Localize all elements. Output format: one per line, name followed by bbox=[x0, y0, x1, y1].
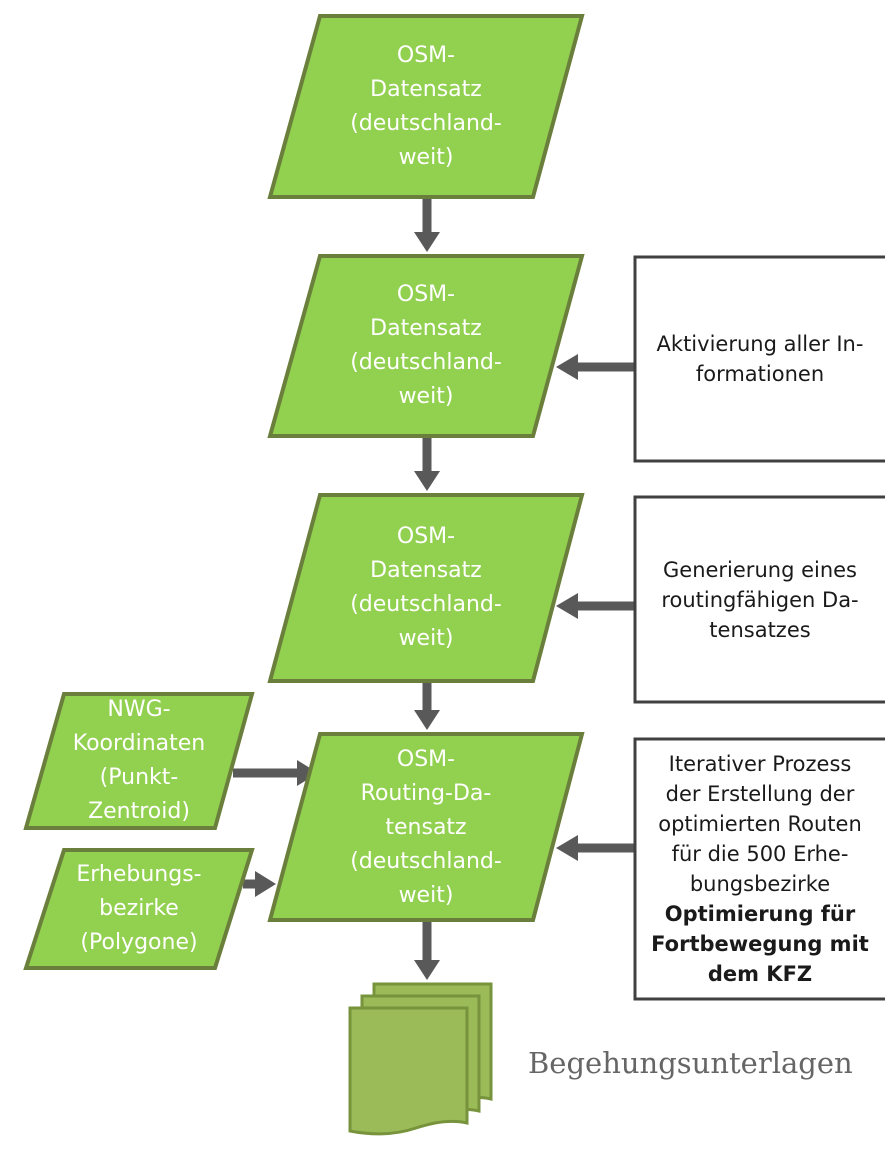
iterativ-line: der Erstellung der bbox=[665, 782, 855, 806]
osm3-line: weit) bbox=[398, 626, 454, 651]
osm1-line: OSM- bbox=[396, 42, 456, 68]
connector-erhebung-osm4 bbox=[243, 871, 276, 897]
osm1-label: OSM- Datensatz (deutschland- weit) bbox=[280, 16, 572, 197]
nwg-line: (Punkt- bbox=[99, 765, 179, 790]
osm1-line: weit) bbox=[398, 144, 454, 170]
osm1-parallelogram[interactable] bbox=[267, 14, 585, 199]
generierung-line: tensatzes bbox=[709, 617, 811, 642]
iterativ-line: Iterativer Prozess bbox=[668, 752, 852, 776]
osm1-line: (deutschland- bbox=[350, 110, 502, 136]
osm4-line: (deutschland- bbox=[350, 849, 502, 874]
connector-osm1-osm2 bbox=[414, 198, 440, 252]
iterativ-label: Iterativer Prozess der Erstellung der op… bbox=[637, 741, 883, 997]
osm4-label: OSM- Routing-Da- tensatz (deutschland- w… bbox=[280, 740, 572, 916]
connector-osm4-document bbox=[414, 921, 440, 980]
nwg-label: NWG- Koordinaten (Punkt- Zentroid) bbox=[36, 694, 242, 828]
erhebung-line: bezirke bbox=[99, 896, 179, 921]
osm3-line: (deutschland- bbox=[350, 592, 502, 617]
osm1-line: Datensatz bbox=[370, 76, 482, 102]
aktivierung-line: Aktivierung aller In- bbox=[656, 332, 864, 356]
document-label: Begehungsunterlagen bbox=[528, 1046, 853, 1080]
iterativ-bold-line: Fortbewegung mit bbox=[651, 932, 869, 956]
connector-osm3-osm4 bbox=[414, 682, 440, 730]
connector-iterativ-osm4 bbox=[556, 835, 634, 861]
generierung-label: Generierung eines routingfähigen Da- ten… bbox=[637, 499, 883, 700]
osm3-line: OSM- bbox=[396, 524, 456, 549]
aktivierung-box[interactable] bbox=[633, 255, 885, 463]
nwg-line: Koordinaten bbox=[72, 731, 206, 756]
aktivierung-label: Aktivierung aller In- formationen bbox=[637, 259, 883, 459]
osm2-line: weit) bbox=[398, 384, 454, 409]
osm4-line: Routing-Da- bbox=[360, 781, 492, 806]
generierung-line: routingfähigen Da- bbox=[661, 587, 859, 612]
iterativ-box[interactable] bbox=[633, 737, 885, 1001]
iterativ-line: optimierten Routen bbox=[658, 812, 862, 836]
osm2-line: OSM- bbox=[396, 282, 456, 307]
multi-document-icon bbox=[348, 982, 493, 1136]
nwg-line: NWG- bbox=[107, 697, 171, 722]
osm4-parallelogram[interactable] bbox=[267, 732, 585, 922]
iterativ-line: für die 500 Erhe- bbox=[671, 842, 849, 866]
connector-aktivierung-osm2 bbox=[556, 354, 634, 380]
osm2-line: (deutschland- bbox=[350, 350, 502, 375]
osm2-parallelogram[interactable] bbox=[267, 254, 585, 438]
osm4-line: tensatz bbox=[385, 815, 467, 840]
osm2-line: Datensatz bbox=[370, 316, 482, 341]
osm4-line: weit) bbox=[398, 883, 454, 908]
iterativ-line: bungsbezirke bbox=[689, 872, 831, 896]
iterativ-bold-line: dem KFZ bbox=[707, 962, 813, 986]
nwg-line: Zentroid) bbox=[88, 799, 190, 824]
erhebung-line: (Polygone) bbox=[80, 930, 198, 955]
nwg-parallelogram[interactable] bbox=[23, 692, 255, 830]
osm4-line: OSM- bbox=[396, 747, 456, 772]
generierung-line: Generierung eines bbox=[663, 557, 857, 582]
connector-osm2-osm3 bbox=[414, 437, 440, 491]
generierung-box[interactable] bbox=[633, 495, 885, 704]
osm3-line: Datensatz bbox=[370, 558, 482, 583]
erhebung-label: Erhebungs- bezirke (Polygone) bbox=[36, 850, 242, 968]
erhebung-line: Erhebungs- bbox=[76, 862, 202, 887]
erhebung-parallelogram[interactable] bbox=[23, 848, 255, 970]
osm3-label: OSM- Datensatz (deutschland- weit) bbox=[280, 495, 572, 681]
osm2-label: OSM- Datensatz (deutschland- weit) bbox=[280, 256, 572, 436]
iterativ-bold-line: Optimierung für bbox=[664, 902, 856, 926]
connector-generierung-osm3 bbox=[556, 593, 634, 619]
aktivierung-line: formationen bbox=[695, 362, 825, 386]
osm3-parallelogram[interactable] bbox=[267, 493, 585, 683]
